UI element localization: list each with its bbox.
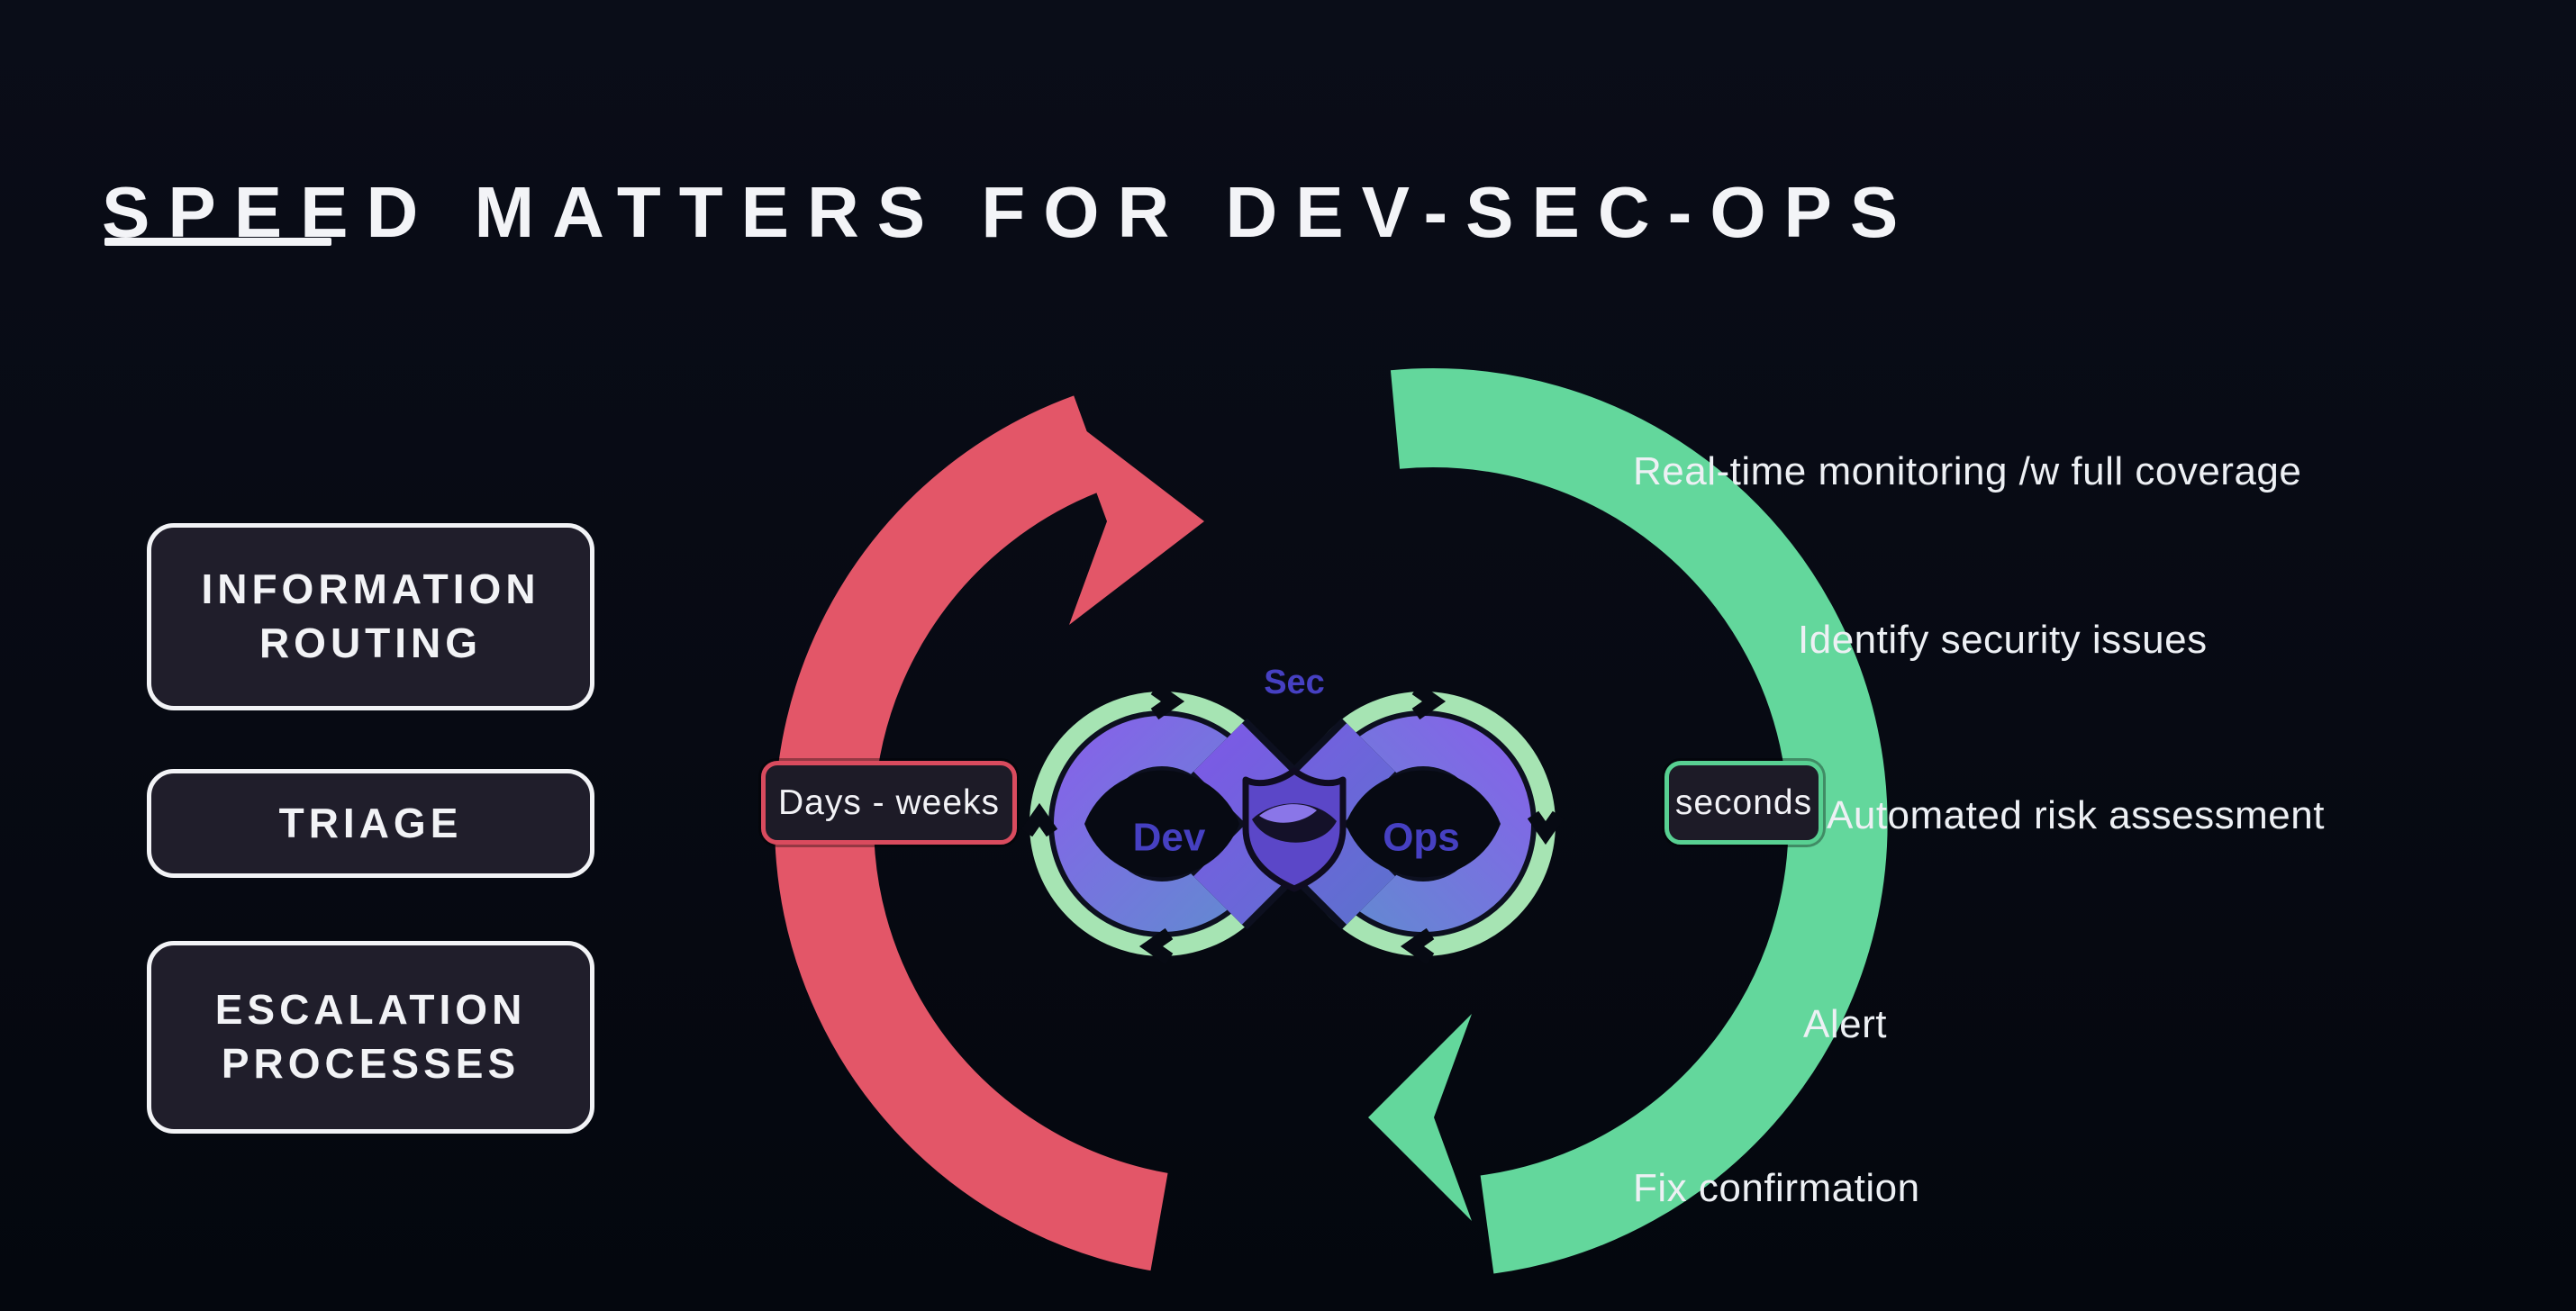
- annotation-realtime-monitoring: Real-time monitoring /w full coverage: [1633, 449, 2302, 493]
- panel-escalation-processes: ESCALATION PROCESSES: [147, 941, 594, 1134]
- panel-label: ESCALATION PROCESSES: [214, 986, 527, 1087]
- slow-cycle-arrow: [775, 395, 1204, 1271]
- page-title: SPEED MATTERS FOR DEV-SEC-OPS: [102, 171, 1917, 252]
- ring-chevron-notches: [1020, 683, 1565, 965]
- devsecops-infinity-icon: Sec Dev Ops: [1020, 664, 1565, 965]
- shield-icon: [1242, 767, 1347, 892]
- slow-cycle-badge-label: Days - weeks: [777, 782, 1001, 822]
- fast-cycle-arrowhead-icon: [1368, 1014, 1472, 1221]
- annotation-automated-risk-assessment: Automated risk assessment: [1827, 793, 2325, 837]
- infinity-right-hole: [1346, 770, 1501, 878]
- fast-cycle-arc: [1391, 368, 1888, 1274]
- annotation-fix-confirmation: Fix confirmation: [1633, 1166, 1920, 1210]
- fast-cycle-badge: seconds: [1664, 761, 1823, 845]
- slow-cycle-arrowhead-icon: [1069, 418, 1204, 625]
- infinity-left-hole: [1084, 770, 1239, 878]
- panel-information-routing: INFORMATION ROUTING: [147, 523, 594, 710]
- fast-cycle-arrow: [1368, 368, 1888, 1274]
- annotation-alert: Alert: [1803, 1002, 1887, 1046]
- title-underline: [104, 238, 331, 246]
- slow-cycle-badge: Days - weeks: [761, 761, 1017, 845]
- infinity-label-sec: Sec: [1264, 664, 1325, 701]
- panel-label: TRIAGE: [278, 799, 463, 846]
- panel-label: INFORMATION ROUTING: [201, 565, 540, 666]
- slow-cycle-arc: [775, 395, 1168, 1271]
- infinity-label-dev: Dev: [1133, 816, 1206, 860]
- fast-cycle-badge-label: seconds: [1674, 782, 1813, 822]
- panel-triage: TRIAGE: [147, 769, 594, 878]
- infinity-label-ops: Ops: [1383, 816, 1460, 860]
- annotation-identify-security-issues: Identify security issues: [1798, 618, 2208, 662]
